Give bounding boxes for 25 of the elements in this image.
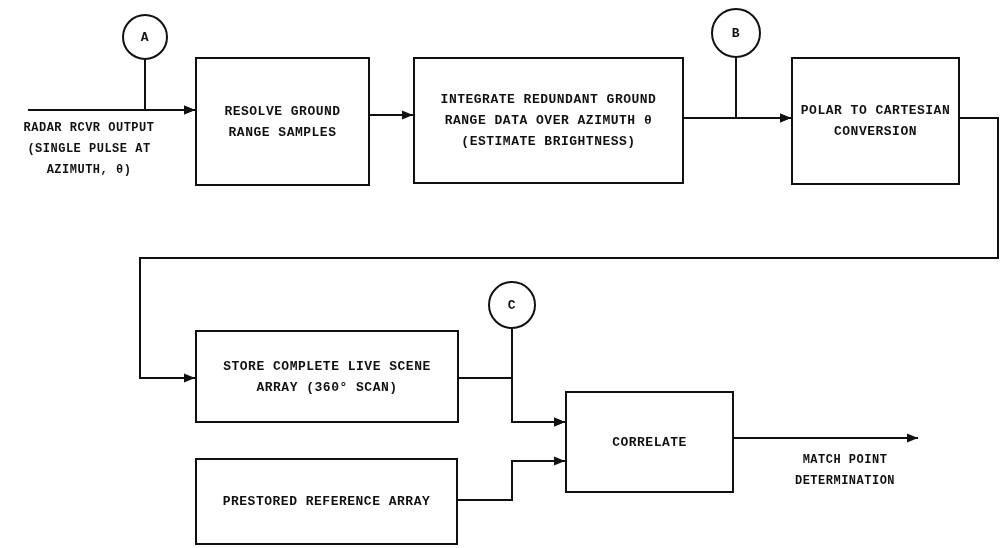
process-box — [195, 330, 459, 423]
arrow — [457, 456, 566, 501]
process-box — [791, 57, 960, 185]
arrow — [369, 110, 414, 120]
box-text: PRESTORED REFERENCE ARRAY — [221, 493, 432, 511]
process-box — [195, 57, 370, 186]
process-box — [565, 391, 734, 493]
arrow — [144, 59, 196, 115]
arrow — [139, 117, 999, 383]
box-text: POLAR TO CARTESIAN CONVERSION — [799, 102, 952, 141]
box-text: INTEGRATE REDUNDANT GROUND RANGE DATA OVER AZIMUTH θ (ESTIMATE BRIGHTNESS) — [439, 91, 658, 151]
arrow — [733, 433, 919, 443]
connector-circle — [488, 281, 536, 329]
box-text: CORRELATE — [611, 433, 688, 452]
arrow — [735, 57, 792, 123]
connector-circle — [711, 8, 761, 58]
reference-letter: A — [139, 28, 151, 47]
process-box — [413, 57, 684, 184]
connector-circle — [122, 14, 168, 60]
reference-letter: C — [506, 296, 518, 315]
box-text: RESOLVE GROUND RANGE SAMPLES — [223, 102, 342, 142]
box-text: STORE COMPLETE LIVE SCENE ARRAY (360° SCAN) — [222, 357, 432, 397]
arrow — [511, 328, 566, 427]
process-box — [195, 458, 458, 545]
reference-letter: B — [730, 24, 742, 43]
